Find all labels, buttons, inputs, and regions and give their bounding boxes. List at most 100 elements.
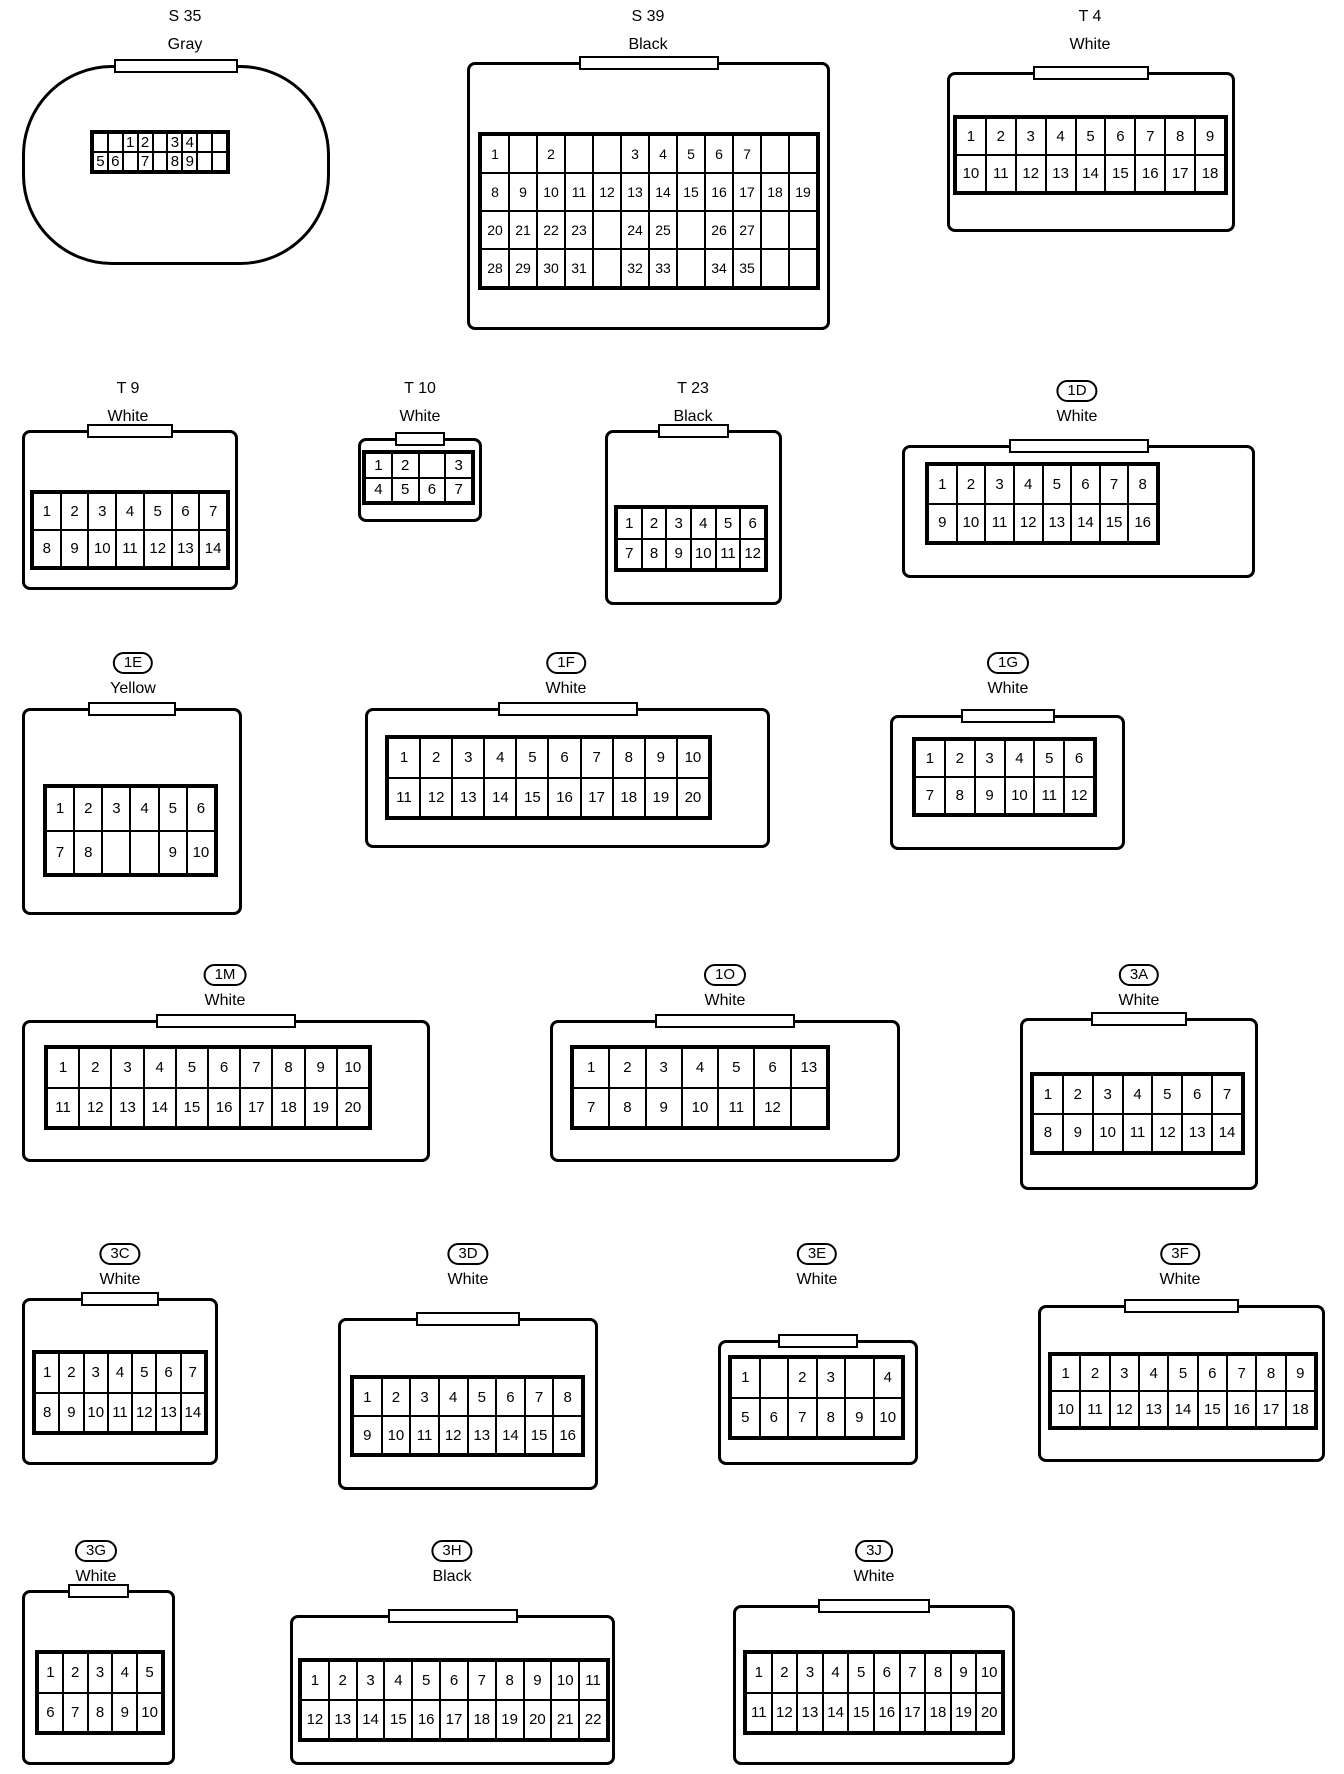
pin-7: 7 <box>199 493 227 530</box>
pin-10: 10 <box>186 830 215 874</box>
pin-cavity-empty <box>790 1087 827 1127</box>
pin-6: 6 <box>186 787 215 831</box>
pin-20: 20 <box>481 211 509 249</box>
pin-1: 1 <box>388 738 421 778</box>
pin-2: 2 <box>1062 1075 1093 1114</box>
pin-9: 9 <box>1285 1355 1315 1391</box>
pin-13: 13 <box>328 1700 357 1739</box>
pin-12: 12 <box>754 1087 791 1127</box>
pin-5: 5 <box>467 1378 497 1416</box>
pin-9: 9 <box>845 1397 874 1437</box>
pin-11: 11 <box>565 173 593 211</box>
pin-16: 16 <box>1128 503 1157 542</box>
pin-3: 3 <box>645 1048 682 1088</box>
pin-11: 11 <box>1034 777 1065 814</box>
pin-15: 15 <box>175 1087 208 1127</box>
pin-7: 7 <box>580 738 613 778</box>
pin-30: 30 <box>537 249 565 287</box>
connector-color-t10: White <box>399 408 441 425</box>
connector-color-1o: White <box>704 992 746 1009</box>
pin-11: 11 <box>107 1392 133 1432</box>
pin-14: 14 <box>822 1692 849 1732</box>
pin-1: 1 <box>915 740 945 777</box>
pin-5: 5 <box>158 787 187 831</box>
connector-code-t4: T 4 <box>1078 8 1102 25</box>
pin-6: 6 <box>1105 118 1136 155</box>
pin-8: 8 <box>641 538 667 569</box>
connector-latch <box>416 1312 520 1326</box>
pin-15: 15 <box>524 1416 554 1454</box>
pin-4: 4 <box>1122 1075 1153 1114</box>
connector-color-1m: White <box>204 992 246 1009</box>
pin-1: 1 <box>38 1653 63 1693</box>
pin-19: 19 <box>495 1700 524 1739</box>
connector-code-1o: 1O <box>703 964 747 986</box>
pin-11: 11 <box>715 538 741 569</box>
pin-11: 11 <box>388 777 421 817</box>
pin-cavity-empty <box>761 211 789 249</box>
pin-13: 13 <box>111 1087 144 1127</box>
pin-7: 7 <box>137 152 153 171</box>
pin-4: 4 <box>116 493 144 530</box>
pin-3: 3 <box>666 508 691 539</box>
pin-cavity-empty <box>152 152 168 171</box>
connector-color-1d: White <box>1056 408 1098 425</box>
pin-13: 13 <box>797 1692 823 1732</box>
connector-code-1g: 1G <box>986 652 1030 674</box>
pin-1: 1 <box>35 1353 60 1393</box>
pin-13: 13 <box>452 777 485 817</box>
pin-7: 7 <box>240 1048 273 1088</box>
pin-6: 6 <box>740 508 765 539</box>
pin-2: 2 <box>985 118 1016 155</box>
pin-1: 1 <box>122 133 138 152</box>
connector-latch <box>778 1334 858 1348</box>
pin-5: 5 <box>1042 465 1072 504</box>
pin-2: 2 <box>79 1048 112 1088</box>
pin-2: 2 <box>59 1353 84 1393</box>
pin-22: 22 <box>537 211 565 249</box>
pin-3: 3 <box>816 1358 845 1398</box>
pin-4: 4 <box>438 1378 468 1416</box>
pin-2: 2 <box>788 1358 817 1398</box>
pin-3: 3 <box>88 493 117 530</box>
pin-6: 6 <box>1071 465 1100 504</box>
pin-21: 21 <box>551 1700 580 1739</box>
pin-8: 8 <box>609 1087 646 1127</box>
connector-latch <box>67 1584 130 1598</box>
pin-1: 1 <box>481 135 509 173</box>
pin-8: 8 <box>87 1692 113 1732</box>
pin-12: 12 <box>1064 777 1094 814</box>
pin-6: 6 <box>1182 1075 1213 1114</box>
pin-16: 16 <box>874 1692 900 1732</box>
pin-2: 2 <box>771 1653 798 1693</box>
pin-11: 11 <box>985 503 1014 542</box>
pin-cavity-empty <box>759 1358 788 1398</box>
pin-26: 26 <box>705 211 733 249</box>
pin-6: 6 <box>440 1661 468 1700</box>
pin-12: 12 <box>740 538 765 569</box>
pin-15: 15 <box>1197 1391 1227 1427</box>
pin-15: 15 <box>516 777 549 817</box>
pin-6: 6 <box>496 1378 525 1416</box>
pin-7: 7 <box>915 777 945 814</box>
pin-3: 3 <box>452 738 485 778</box>
pin-7: 7 <box>1099 465 1129 504</box>
connector-latch <box>387 1609 518 1623</box>
connector-latch <box>497 702 638 716</box>
pin-15: 15 <box>1099 503 1129 542</box>
connector-color-3j: White <box>853 1568 895 1585</box>
pin-8: 8 <box>272 1048 305 1088</box>
pin-8: 8 <box>1165 118 1196 155</box>
pin-3: 3 <box>1092 1075 1123 1114</box>
connector-color-3f: White <box>1159 1271 1201 1288</box>
pin-6: 6 <box>38 1692 63 1732</box>
pin-6: 6 <box>759 1397 788 1437</box>
pin-4: 4 <box>690 508 716 539</box>
